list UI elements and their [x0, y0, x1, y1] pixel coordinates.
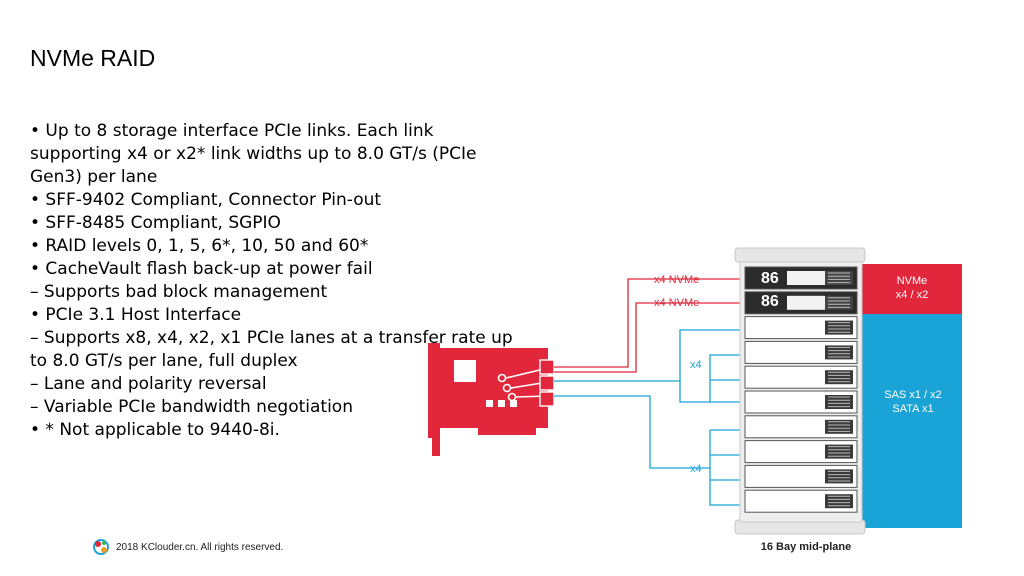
slide-title: NVMe RAID — [30, 45, 156, 71]
drive-bay-stack — [744, 266, 858, 513]
drive-bay-window — [787, 271, 825, 285]
sas-link-label-2: x4 — [690, 463, 702, 475]
raid-diagram: x4 NVMe x4 NVMe x4 x4 NVMe x4 / x2 SAS x… — [428, 247, 962, 553]
drive-bay-latch — [825, 494, 853, 509]
bullet-item: • RAID levels 0, 1, 5, 6*, 10, 50 and 60… — [30, 236, 369, 256]
copyright-text: 2018 KClouder.cn. All rights reserved. — [116, 541, 284, 553]
drive-bay-latch — [825, 345, 853, 360]
nvme-link-label-1: x4 NVMe — [654, 274, 699, 286]
drive-bay-latch — [825, 320, 853, 335]
bullet-item: • * Not applicable to 9440-8i. — [30, 420, 280, 440]
bullet-item: – Supports x8, x4, x2, x1 PCIe lanes at … — [30, 328, 513, 371]
bullet-item: • Up to 8 storage interface PCIe links. … — [30, 121, 477, 187]
drive-label-2: 86 — [761, 293, 779, 310]
bullet-list: • Up to 8 storage interface PCIe links. … — [30, 120, 530, 442]
drive-bay-latch — [825, 370, 853, 385]
drive-bay-latch — [825, 419, 853, 434]
raid-card-icon — [428, 343, 555, 456]
drive-bay-latch — [825, 469, 853, 484]
bullet-item: • SFF-9402 Compliant, Connector Pin-out — [30, 190, 382, 210]
bullet-item: – Supports bad block management — [30, 282, 328, 302]
bullet-item: • CacheVault flash back-up at power fail — [30, 259, 373, 279]
bullet-item: • PCIe 3.1 Host Interface — [30, 305, 242, 325]
drive-bay-latch — [825, 395, 853, 409]
sas-panel-label: SAS x1 / x2 — [884, 389, 941, 401]
drive-bay-latch — [825, 271, 853, 285]
drive-label-1: 86 — [761, 270, 779, 287]
drive-bay-latch — [825, 295, 853, 310]
nvme-cables — [554, 278, 745, 373]
drive-bay-latch — [825, 444, 853, 459]
enclosure-caption: 16 Bay mid-plane — [761, 541, 851, 553]
footer: 2018 KClouder.cn. All rights reserved. — [92, 538, 283, 556]
drive-bay-window — [787, 295, 825, 310]
bullet-item: – Lane and polarity reversal — [30, 374, 267, 394]
sas-link-label-1: x4 — [690, 359, 702, 371]
kclouder-logo-icon — [93, 539, 109, 555]
nvme-panel-label: NVMe — [897, 275, 928, 287]
nvme-link-label-2: x4 NVMe — [654, 297, 699, 309]
sas-cables — [554, 329, 745, 506]
sas-panel-sublabel: SATA x1 — [892, 403, 933, 415]
bullet-item: • SFF-8485 Compliant, SGPIO — [30, 213, 281, 233]
bullet-item: – Variable PCIe bandwidth negotiation — [30, 397, 353, 417]
nvme-panel-sublabel: x4 / x2 — [896, 289, 928, 301]
